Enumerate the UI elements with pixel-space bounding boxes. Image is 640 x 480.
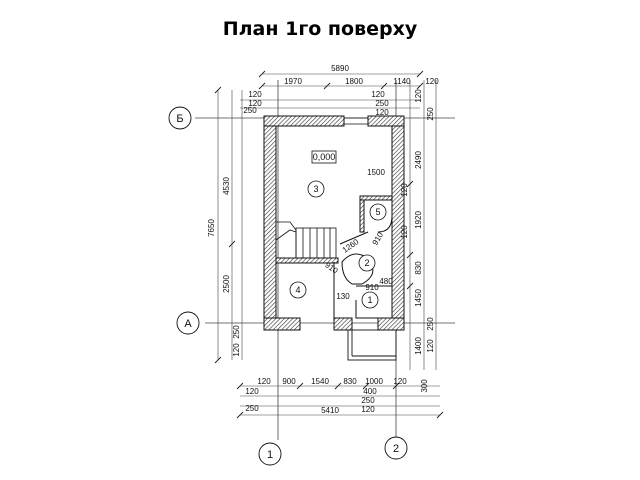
plan-title: План 1го поверху xyxy=(222,18,418,40)
building-walls xyxy=(263,115,405,331)
dim-right-7: 830 xyxy=(414,261,423,275)
level-mark-box xyxy=(311,150,337,164)
dim-bottom-small-6: 300 xyxy=(420,379,429,393)
dim-right-10: 1400 xyxy=(414,337,423,355)
dim-top-2: 1800 xyxy=(345,77,363,86)
dim-top-small-2: 250 xyxy=(375,99,389,108)
dim-top-small-1: 120 xyxy=(371,90,385,99)
dim-right-2: 250 xyxy=(426,107,435,121)
dim-right-3: 2490 xyxy=(414,151,423,169)
dim-inner-1500: 1500 xyxy=(367,168,385,177)
axis-2-circle xyxy=(384,436,408,460)
dim-left-small-2: 120 xyxy=(248,99,262,108)
level-mark: 0,000 xyxy=(313,152,336,162)
axis-b-circle xyxy=(168,106,192,130)
axis-a-label: А xyxy=(184,318,192,330)
dim-bottom-small-5: 120 xyxy=(361,405,375,414)
dim-bottom-6: 120 xyxy=(393,377,407,386)
room-markers xyxy=(289,180,387,309)
room-4-label: 4 xyxy=(295,285,300,295)
dimension-lines xyxy=(217,73,440,416)
dim-left-small-1: 120 xyxy=(248,90,262,99)
dim-left-overall: 7650 xyxy=(207,219,216,237)
dim-left-2: 2500 xyxy=(222,275,231,293)
room-4-circle xyxy=(289,281,307,299)
dim-left-4: 120 xyxy=(232,343,241,357)
dim-bottom-small-3: 400 xyxy=(363,387,377,396)
dim-bottom-small-2: 250 xyxy=(245,404,259,413)
top-window xyxy=(344,117,368,125)
room-5-label: 5 xyxy=(375,207,380,217)
dim-right-5: 1920 xyxy=(414,211,423,229)
inner-partitions xyxy=(333,215,393,319)
dim-inner-130: 130 xyxy=(336,292,350,301)
room-1-label: 1 xyxy=(367,295,372,305)
dim-inner-480: 480 xyxy=(379,277,393,286)
axis-b-label: Б xyxy=(176,113,183,125)
dim-top-overall: 5890 xyxy=(331,64,349,73)
dim-right-4: 120 xyxy=(400,183,409,197)
room-3-circle xyxy=(307,180,325,198)
dim-left-small-3: 250 xyxy=(243,106,257,115)
room-2-circle xyxy=(358,254,376,272)
dim-right-6: 120 xyxy=(400,225,409,239)
axis-1-label: 1 xyxy=(267,449,273,461)
dim-bottom-small-4: 250 xyxy=(361,396,375,405)
room-5-circle xyxy=(369,203,387,221)
dim-top-1: 1970 xyxy=(284,77,302,86)
dim-bottom-small-1: 120 xyxy=(245,387,259,396)
axis-markers xyxy=(168,106,408,466)
dim-top-small-3: 120 xyxy=(375,108,389,117)
room-2-label: 2 xyxy=(364,258,369,268)
axis-a-circle xyxy=(176,311,200,335)
dim-bottom-4: 830 xyxy=(343,377,357,386)
dim-bottom-5: 1000 xyxy=(365,377,383,386)
staircase xyxy=(275,221,337,259)
dim-inner-910a: 910 xyxy=(371,230,386,247)
dim-bottom-2: 900 xyxy=(282,377,296,386)
dim-inner-1260: 1260 xyxy=(341,237,361,255)
dim-inner-910c: 910 xyxy=(365,283,379,292)
axis-1-circle xyxy=(258,442,282,466)
dimension-ticks xyxy=(214,70,444,419)
room-1-circle xyxy=(361,291,379,309)
dim-right-9: 250 xyxy=(426,317,435,331)
entrance-porch xyxy=(347,329,397,361)
dim-top-4: 120 xyxy=(425,77,439,86)
dim-bottom-overall: 5410 xyxy=(321,406,339,415)
dim-right-1: 120 xyxy=(414,89,423,103)
room-3-label: 3 xyxy=(313,184,318,194)
dim-left-1: 4530 xyxy=(222,177,231,195)
dim-top-3: 1140 xyxy=(393,77,411,86)
dim-left-3: 250 xyxy=(232,325,241,339)
axis-2-label: 2 xyxy=(393,443,399,455)
dim-bottom-3: 1540 xyxy=(311,377,329,386)
dim-bottom-1: 120 xyxy=(257,377,271,386)
dim-right-8: 1450 xyxy=(414,289,423,307)
dim-right-11: 120 xyxy=(426,339,435,353)
